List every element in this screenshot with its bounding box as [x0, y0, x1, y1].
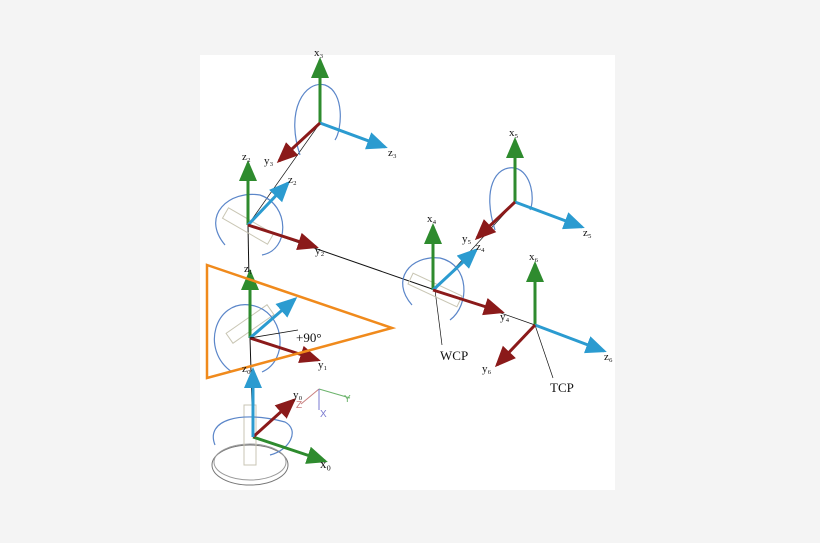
label-z3: z₃ [388, 147, 397, 159]
label-z5: z₅ [583, 227, 592, 239]
canvas-background [200, 55, 615, 490]
frame-3 [276, 57, 388, 164]
label-z4: z₄ [476, 241, 485, 253]
label-y3: y₃ [264, 155, 274, 167]
label-z2: z₂ [288, 174, 297, 186]
label-tcp: TCP [550, 380, 574, 395]
label-y6: y₆ [482, 363, 492, 375]
label-x6: x₆ [529, 251, 539, 263]
joint-plane-triangle [205, 263, 397, 380]
label-y2: y₂ [315, 245, 325, 257]
label-z0: z₀ [242, 363, 251, 375]
frame-1 [241, 269, 321, 364]
label-z6: z₆ [604, 351, 613, 363]
frame-5 [474, 137, 585, 241]
frame-2 [239, 160, 319, 251]
label-x5: x₅ [509, 127, 519, 139]
legend-x: X [320, 409, 327, 420]
legend-z: Z [296, 400, 302, 411]
label-y4: y₄ [500, 311, 510, 323]
label-y1: y₁ [318, 359, 328, 371]
legend-y: Y [344, 394, 351, 405]
frame-0 [244, 367, 328, 464]
label-x0: x₀ [320, 456, 331, 471]
frame-6-tcp [494, 261, 607, 368]
label-z1: z₁ [244, 263, 253, 275]
label-x4: x₄ [427, 213, 437, 225]
label-y0: y₀ [293, 389, 303, 401]
legend-triad: Y Z X [296, 388, 351, 420]
label-x2: z₂ [242, 151, 251, 163]
label-wcp: WCP [440, 348, 468, 363]
label-angle: +90° [296, 330, 322, 345]
label-y5: y₅ [462, 233, 472, 245]
label-x3: x₃ [314, 47, 324, 59]
axis-labels: x₀ y₀ z₀ y₁ z₁ +90° z₂ z₂ y₂ x₃ y₃ z₃ x₄… [242, 47, 613, 471]
frame-4-wcp [424, 223, 505, 316]
